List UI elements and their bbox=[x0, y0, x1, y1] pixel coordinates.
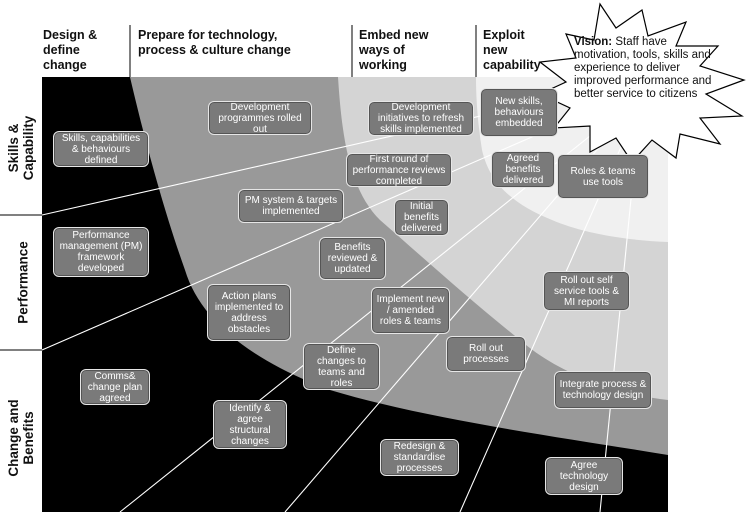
milestone-integrate: Integrate process & technology design bbox=[554, 371, 652, 409]
vision-statement: Vision: Staff have motivation, tools, sk… bbox=[574, 36, 714, 101]
milestone-initial-benefits: Initial benefits delivered bbox=[394, 199, 449, 236]
milestone-identify: Identify & agree structural changes bbox=[213, 400, 287, 449]
row-label-performance: Performance bbox=[15, 241, 31, 324]
vision-text: Staff have motivation, tools, skills and… bbox=[574, 36, 712, 100]
milestone-agree-tech: Agree technology design bbox=[545, 457, 623, 495]
milestone-benefits-reviewed: Benefits reviewed & updated bbox=[319, 237, 386, 280]
milestone-agreed-benefits: Agreed benefits delivered bbox=[491, 151, 555, 188]
milestone-roll-out-self: Roll out self service tools & MI reports bbox=[543, 271, 630, 311]
row-label-change: Change and Benefits bbox=[6, 399, 36, 477]
milestone-redesign: Redesign & standardise processes bbox=[380, 439, 459, 476]
milestone-roll-out-processes: Roll out processes bbox=[446, 336, 526, 372]
milestone-dev-initiatives: Development initiatives to refresh skill… bbox=[368, 101, 474, 136]
milestone-roles-teams-tools: Roles & teams use tools bbox=[557, 154, 649, 199]
milestone-pm-framework: Performance management (PM) framework de… bbox=[53, 227, 149, 277]
phase-heading-prepare: Prepare for technology, process & cultur… bbox=[138, 28, 291, 57]
milestone-action-plans: Action plans implemented to address obst… bbox=[207, 284, 291, 341]
milestone-implement-roles: Implement new / amended roles & teams bbox=[371, 287, 450, 334]
vision-starburst bbox=[538, 2, 746, 163]
vision-heading: Vision: bbox=[574, 36, 613, 48]
milestone-pm-system: PM system & targets implemented bbox=[238, 189, 344, 223]
row-label-skills: Skills & Capability bbox=[6, 115, 36, 181]
phase-heading-embed: Embed new ways of working bbox=[359, 28, 429, 72]
milestone-first-round: First round of performance reviews compl… bbox=[346, 153, 452, 187]
milestone-new-skills: New skills, behaviours embedded bbox=[480, 88, 558, 137]
phase-heading-exploit: Exploit new capability bbox=[483, 28, 541, 72]
milestone-comms: Comms& change plan agreed bbox=[80, 369, 150, 405]
phase-heading-design: Design & define change bbox=[43, 28, 98, 72]
milestone-dev-programmes: Development programmes rolled out bbox=[208, 101, 312, 135]
milestone-skills-defined: Skills, capabilities & behaviours define… bbox=[53, 131, 149, 167]
milestone-define-changes: Define changes to teams and roles bbox=[303, 343, 380, 390]
